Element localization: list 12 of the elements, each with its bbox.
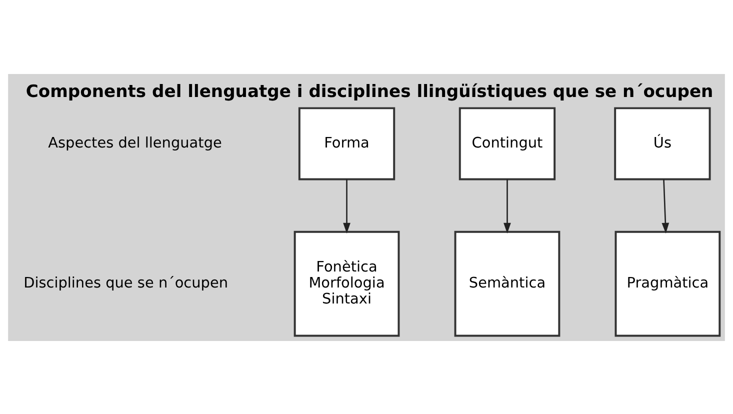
- node-box: Fonètica Morfologia Sintaxi: [294, 230, 400, 336]
- node-box: Forma: [298, 106, 396, 180]
- node-box: Pragmàtica: [614, 230, 721, 336]
- node-box: Semàntica: [454, 230, 560, 336]
- node-box: Ús: [614, 106, 711, 180]
- node-box: Contingut: [458, 106, 556, 180]
- label: Disciplines que se n´ocupen: [24, 274, 228, 291]
- label: Aspectes del llenguatge: [48, 134, 222, 151]
- arrow: [343, 178, 350, 233]
- arrow: [662, 178, 670, 233]
- arrow: [504, 178, 511, 233]
- diagram-title: Components del llenguatge i disciplines llingüístiques que se n´ocupen: [26, 81, 714, 102]
